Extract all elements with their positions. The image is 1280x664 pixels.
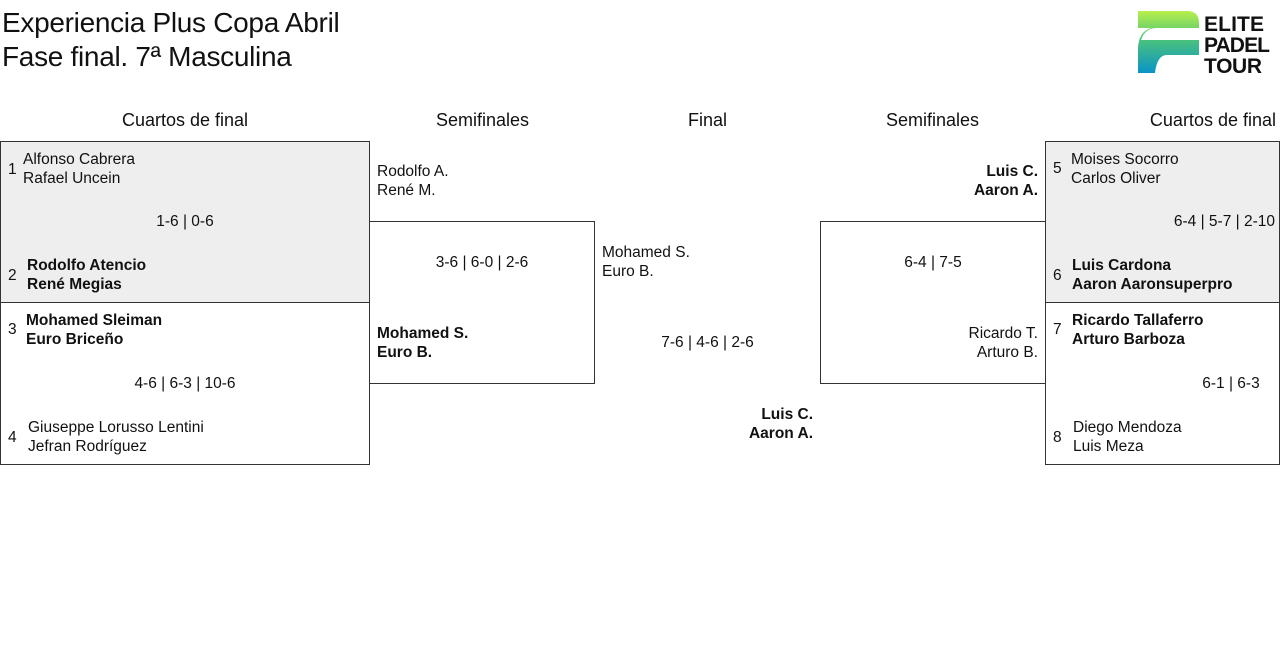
sf-right-team-bottom: Ricardo T.Arturo B. bbox=[968, 325, 1039, 361]
sf-left-team-bottom-winner: Mohamed S.Euro B. bbox=[377, 325, 469, 361]
elite-padel-tour-logo: ELITE PADEL TOUR bbox=[1137, 10, 1272, 78]
match-sf-left[interactable]: 3-6 | 6-0 | 2-6 Mohamed S.Euro B. bbox=[369, 221, 595, 384]
title-line-2: Fase final. 7ª Masculina bbox=[2, 41, 292, 72]
final-team-top: Mohamed S.Euro B. bbox=[602, 244, 690, 280]
match-score: 1-6 | 0-6 bbox=[156, 213, 214, 230]
match-score: 6-4 | 7-5 bbox=[904, 254, 962, 271]
page-title: Experiencia Plus Copa Abril Fase final. … bbox=[2, 6, 340, 74]
round-header-qf-left: Cuartos de final bbox=[121, 110, 249, 130]
match-score: 3-6 | 6-0 | 2-6 bbox=[435, 254, 529, 271]
round-header-qf-right: Cuartos de final bbox=[1149, 110, 1276, 130]
svg-text:PADEL: PADEL bbox=[1204, 34, 1270, 57]
seed: 7 bbox=[1053, 321, 1062, 338]
match-score: 4-6 | 6-3 | 10-6 bbox=[134, 375, 236, 392]
match-score: 6-4 | 5-7 | 2-10 bbox=[1173, 213, 1275, 230]
match-sf-right[interactable]: 6-4 | 7-5 Ricardo T.Arturo B. bbox=[820, 221, 1046, 384]
seed: 8 bbox=[1053, 429, 1062, 446]
seed: 6 bbox=[1053, 267, 1062, 284]
sf-left-team-top: Rodolfo A.René M. bbox=[377, 163, 449, 199]
final-team-bottom-winner: Luis C.Aaron A. bbox=[748, 406, 813, 442]
seed: 3 bbox=[8, 321, 17, 338]
round-header-sf-right: Semifinales bbox=[885, 110, 980, 130]
seed: 4 bbox=[8, 429, 17, 446]
svg-text:TOUR: TOUR bbox=[1204, 55, 1262, 74]
sf-right-team-top-winner: Luis C.Aaron A. bbox=[973, 163, 1038, 199]
svg-text:ELITE: ELITE bbox=[1204, 13, 1264, 36]
seed: 2 bbox=[8, 267, 17, 284]
seed: 1 bbox=[8, 161, 17, 178]
final-score: 7-6 | 4-6 | 2-6 bbox=[661, 334, 754, 351]
title-line-1: Experiencia Plus Copa Abril bbox=[2, 7, 340, 38]
round-header-final: Final bbox=[687, 110, 727, 130]
round-header-sf-left: Semifinales bbox=[435, 110, 530, 130]
seed: 5 bbox=[1053, 160, 1062, 177]
match-score: 6-1 | 6-3 bbox=[1202, 375, 1260, 392]
